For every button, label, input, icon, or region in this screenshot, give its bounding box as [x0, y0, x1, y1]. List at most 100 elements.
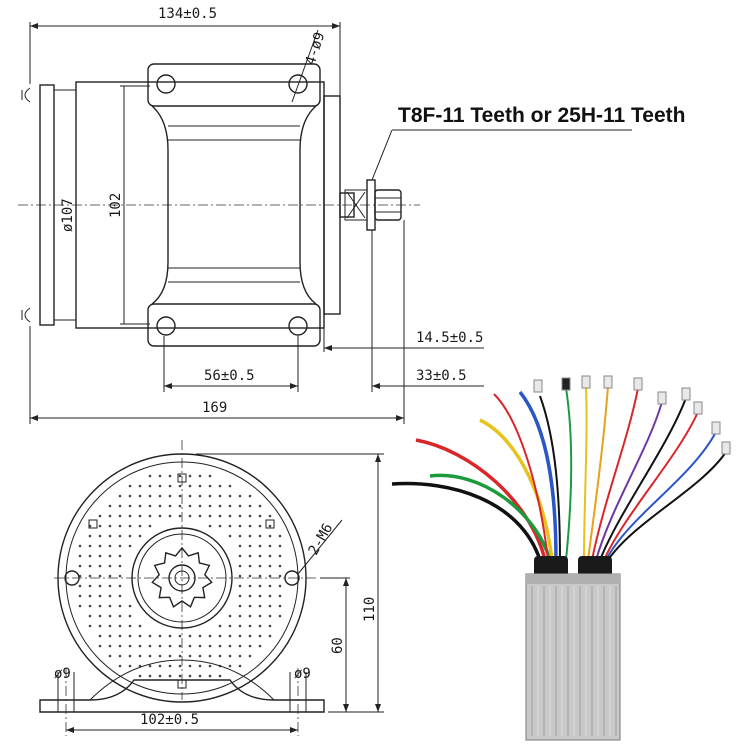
vent-dot: [138, 624, 142, 628]
vent-dot: [128, 644, 132, 648]
vent-dot: [158, 494, 162, 498]
vent-dot: [208, 474, 212, 478]
vent-dot: [128, 524, 132, 528]
vent-dot: [278, 594, 282, 598]
vent-dot: [258, 544, 262, 548]
vent-dot: [238, 654, 242, 658]
vent-dot: [228, 664, 232, 668]
vent-dot: [128, 654, 132, 658]
vent-dot: [138, 494, 142, 498]
vent-dot: [228, 524, 232, 528]
vent-dot: [278, 614, 282, 618]
vent-dot: [88, 624, 92, 628]
vent-dot: [248, 644, 252, 648]
wire-orange-thin: [587, 385, 609, 561]
connector-icon: [561, 377, 571, 391]
vent-dot: [78, 584, 82, 588]
connector-icon: [603, 375, 613, 389]
vent-dot: [158, 654, 162, 658]
vent-dot: [198, 484, 202, 488]
vent-dot: [188, 474, 192, 478]
vent-dot: [248, 574, 252, 578]
vent-dot: [118, 554, 122, 558]
vent-dot: [98, 534, 102, 538]
shaft-collar: [339, 192, 355, 218]
vent-dot: [278, 564, 282, 568]
vent-dot: [178, 504, 182, 508]
connector-icon: [581, 375, 591, 389]
vent-dot: [148, 524, 152, 528]
vent-dot: [108, 514, 112, 518]
vent-dot: [88, 574, 92, 578]
vent-dot: [138, 674, 142, 678]
sprocket-callout: T8F-11 Teeth or 25H-11 Teeth: [371, 104, 685, 181]
wire-black: [391, 481, 542, 561]
vent-dot: [158, 504, 162, 508]
vent-dot: [268, 604, 272, 608]
vent-dot: [268, 564, 272, 568]
holes-label: 4-ø9: [303, 30, 329, 67]
vent-dot: [228, 534, 232, 538]
vent-dot: [168, 634, 172, 638]
vent-dot: [98, 574, 102, 578]
body-waist-left: [151, 105, 169, 305]
vent-dot: [168, 664, 172, 668]
wire-yellow: [479, 418, 554, 561]
vent-dot: [268, 554, 272, 558]
vent-dot: [118, 624, 122, 628]
vent-dot: [118, 654, 122, 658]
vent-dot: [208, 484, 212, 488]
vent-dot: [208, 504, 212, 508]
vent-dot: [218, 494, 222, 498]
vent-dot: [158, 644, 162, 648]
vent-dot: [188, 664, 192, 668]
vent-dot: [98, 564, 102, 568]
vent-dot: [218, 524, 222, 528]
vent-dot: [98, 514, 102, 518]
vent-dot: [148, 494, 152, 498]
vent-dot: [258, 594, 262, 598]
vent-dot: [188, 674, 192, 678]
vent-dot: [148, 504, 152, 508]
vent-dot: [228, 614, 232, 618]
vent-dot: [108, 574, 112, 578]
vent-dot: [148, 674, 152, 678]
mount-foot: [39, 679, 325, 713]
side-view: 134±0.5 4-ø9 ø107 102 14.5±0.5 56±0.5 33…: [18, 6, 484, 424]
arrow-icon: [372, 383, 380, 389]
vent-dot: [208, 524, 212, 528]
vent-dot: [118, 494, 122, 498]
vent-dot: [198, 504, 202, 508]
vent-dot: [88, 584, 92, 588]
foot-hole-right-label: ø9: [294, 666, 311, 682]
vent-dot: [108, 544, 112, 548]
vent-dot: [208, 674, 212, 678]
vent-dot: [228, 514, 232, 518]
vent-dot: [278, 554, 282, 558]
motor-controller: [391, 375, 731, 741]
vent-dot: [148, 514, 152, 518]
vent-dot: [178, 654, 182, 658]
foot-hole-left-label: ø9: [54, 666, 71, 682]
vent-dot: [158, 484, 162, 488]
controller-housing: [525, 573, 621, 741]
vent-dot: [118, 524, 122, 528]
controller-cap: [526, 574, 620, 584]
square-marker-icon: [265, 519, 275, 529]
vent-dot: [108, 594, 112, 598]
vent-dot: [238, 504, 242, 508]
mount-hole-icon: [156, 74, 176, 94]
vent-dot: [138, 524, 142, 528]
tapped-holes-leader: [297, 519, 343, 575]
callout-leader: [371, 129, 393, 181]
vent-dot: [238, 564, 242, 568]
vent-dot: [228, 654, 232, 658]
vent-dot: [108, 614, 112, 618]
vent-dot: [88, 594, 92, 598]
vent-dot: [278, 584, 282, 588]
wire-purple-thin: [595, 401, 663, 561]
dim-width-label: 134±0.5: [158, 6, 217, 22]
vent-dot: [128, 534, 132, 538]
vent-dot: [248, 554, 252, 558]
vent-dot: [158, 634, 162, 638]
